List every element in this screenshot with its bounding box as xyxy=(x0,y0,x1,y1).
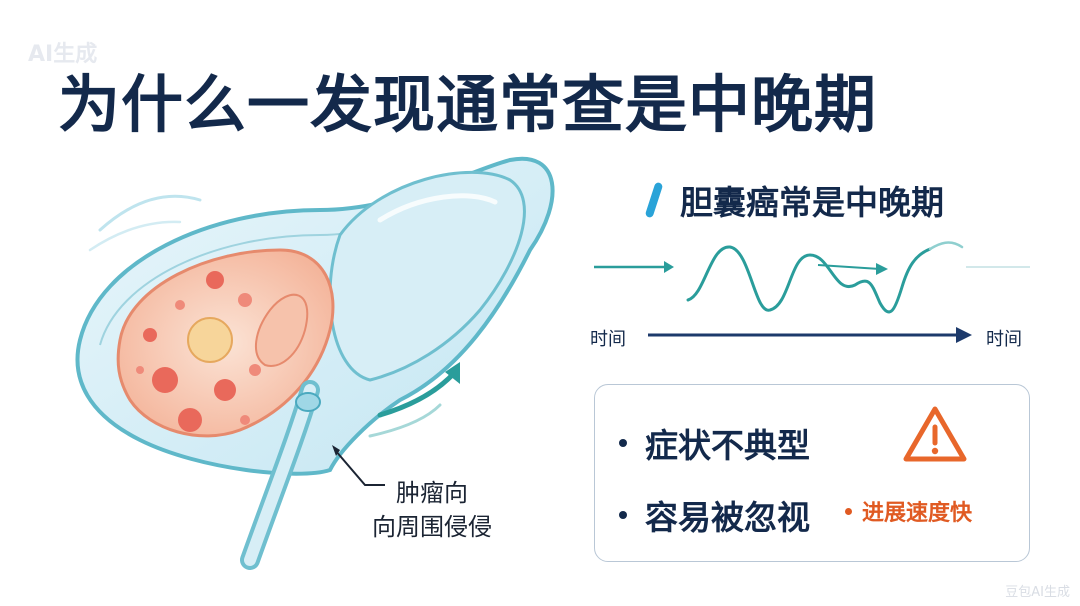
info-card: 症状不典型 容易被忽视 进展速度快 xyxy=(594,384,1030,562)
accent-mark-icon xyxy=(644,181,664,219)
tumor-caption: 肿瘤向 向周围侵侵 xyxy=(372,476,492,544)
time-arrow-icon xyxy=(956,327,972,343)
tumor-core xyxy=(187,317,233,363)
caption-line-2: 向周围侵侵 xyxy=(372,513,492,541)
progression-note: 进展速度快 xyxy=(845,495,972,527)
bullet-item: 症状不典型 xyxy=(619,419,810,467)
subtitle-text: 胆囊癌常是中晚期 xyxy=(680,183,944,222)
caption-pointer xyxy=(334,449,385,486)
motion-line-icon xyxy=(88,220,182,252)
progression-note-text: 进展速度快 xyxy=(862,501,973,526)
arrow-right-icon xyxy=(664,261,674,273)
caption-line-1: 肿瘤向 xyxy=(396,479,468,507)
bullet-text: 症状不典型 xyxy=(645,426,810,465)
bullet-item: 容易被忽视 xyxy=(619,491,810,539)
bullet-dot-icon xyxy=(619,511,627,519)
watermark-bottom: 豆包AI生成 xyxy=(1005,585,1070,600)
page-title: 为什么一发现通常查是中晚期 xyxy=(58,68,878,141)
gallbladder-sac xyxy=(328,170,526,382)
timeline-label-right: 时间 xyxy=(986,329,1022,350)
watermark-top: AI生成 xyxy=(28,42,98,67)
spread-arrow-icon xyxy=(377,369,458,418)
warning-icon xyxy=(903,406,967,462)
bullet-text: 容易被忽视 xyxy=(645,498,810,537)
motion-line-icon xyxy=(98,194,202,232)
subtitle: 胆囊癌常是中晚期 xyxy=(644,176,944,224)
timeline-graphic xyxy=(594,241,1030,343)
gallbladder-illustration xyxy=(75,156,555,570)
bullet-dot-icon xyxy=(619,439,627,447)
progression-wave xyxy=(686,245,932,314)
note-dot-icon xyxy=(845,507,852,515)
timeline-label-left: 时间 xyxy=(590,329,626,350)
